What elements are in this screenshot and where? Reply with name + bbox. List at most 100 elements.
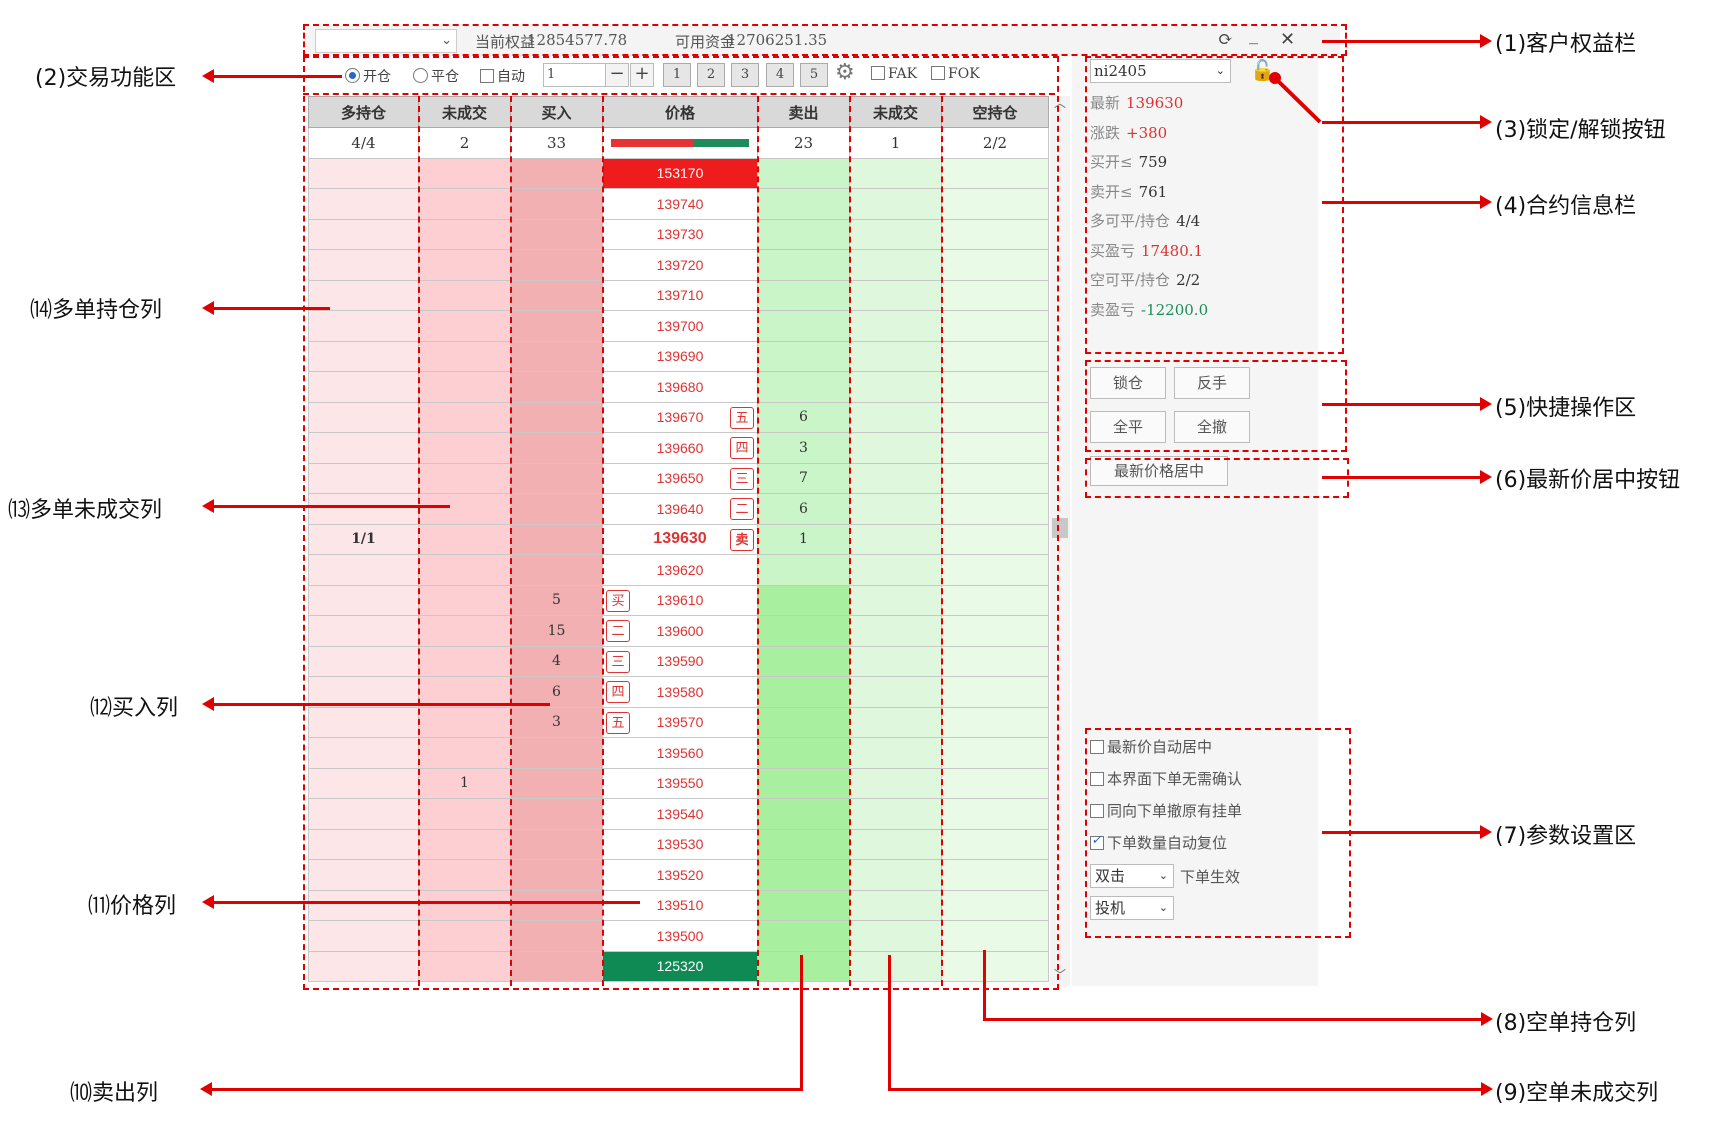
short-position-cell[interactable] xyxy=(941,432,1049,464)
long-position-cell[interactable] xyxy=(308,828,419,860)
short-pending-cell[interactable] xyxy=(849,706,942,738)
long-pending-cell[interactable] xyxy=(418,157,511,189)
buy-cell[interactable]: 3 xyxy=(510,706,603,738)
short-pending-cell[interactable] xyxy=(849,798,942,830)
long-pending-cell[interactable] xyxy=(418,401,511,433)
short-pending-cell[interactable] xyxy=(849,554,942,586)
long-pending-cell[interactable] xyxy=(418,889,511,921)
buy-cell[interactable] xyxy=(510,798,603,830)
sell-cell[interactable] xyxy=(757,218,850,250)
long-pending-cell[interactable] xyxy=(418,584,511,616)
quick-qty-2[interactable]: 2 xyxy=(697,63,725,87)
long-pending-cell[interactable] xyxy=(418,554,511,586)
long-position-cell[interactable] xyxy=(308,493,419,525)
order-type-select[interactable]: 投机⌄ xyxy=(1090,896,1174,920)
short-position-cell[interactable] xyxy=(941,737,1049,769)
account-combo[interactable]: ⌄ xyxy=(315,29,457,53)
sell-cell[interactable] xyxy=(757,157,850,189)
price-cell[interactable]: 153170 xyxy=(602,157,758,189)
long-pending-cell[interactable] xyxy=(418,523,511,555)
long-pending-cell[interactable] xyxy=(418,493,511,525)
scroll-up-icon[interactable]: ︿ xyxy=(1053,96,1066,110)
price-cell[interactable]: 139540 xyxy=(602,798,758,830)
short-pending-cell[interactable] xyxy=(849,645,942,677)
short-position-cell[interactable] xyxy=(941,340,1049,372)
sell-cell[interactable] xyxy=(757,584,850,616)
auto-checkbox[interactable]: 自动 xyxy=(480,66,525,86)
price-cell[interactable]: 139740 xyxy=(602,188,758,220)
quick-qty-5[interactable]: 5 xyxy=(800,63,828,87)
buy-cell[interactable] xyxy=(510,157,603,189)
long-position-cell[interactable] xyxy=(308,157,419,189)
long-position-cell[interactable] xyxy=(308,737,419,769)
header-short-position[interactable]: 空持仓 xyxy=(941,96,1049,128)
long-position-cell[interactable] xyxy=(308,859,419,891)
ladder-row[interactable]: 139530 xyxy=(308,828,1049,860)
ladder-row[interactable]: 139510 xyxy=(308,889,1049,921)
short-position-cell[interactable] xyxy=(941,462,1049,494)
ladder-scrollbar[interactable]: ︿ ﹀ xyxy=(1050,96,1070,986)
sell-cell[interactable] xyxy=(757,188,850,220)
long-position-cell[interactable] xyxy=(308,554,419,586)
close-icon[interactable]: ✕ xyxy=(1280,29,1296,50)
short-position-cell[interactable] xyxy=(941,859,1049,891)
short-pending-cell[interactable] xyxy=(849,950,942,982)
long-pending-cell[interactable] xyxy=(418,188,511,220)
short-position-cell[interactable] xyxy=(941,493,1049,525)
short-pending-cell[interactable] xyxy=(849,340,942,372)
buy-cell[interactable] xyxy=(510,432,603,464)
sell-cell[interactable] xyxy=(757,676,850,708)
short-position-cell[interactable] xyxy=(941,615,1049,647)
sell-cell[interactable]: 1 xyxy=(757,523,850,555)
short-pending-cell[interactable] xyxy=(849,828,942,860)
buy-cell[interactable] xyxy=(510,249,603,281)
sell-cell[interactable] xyxy=(757,249,850,281)
quick-qty-3[interactable]: 3 xyxy=(731,63,759,87)
short-pending-cell[interactable] xyxy=(849,157,942,189)
short-position-cell[interactable] xyxy=(941,828,1049,860)
short-position-cell[interactable] xyxy=(941,920,1049,952)
sell-cell[interactable] xyxy=(757,310,850,342)
refresh-icon[interactable]: ⟳ xyxy=(1218,29,1234,50)
long-pending-cell[interactable] xyxy=(418,828,511,860)
reverse-button[interactable]: 反手 xyxy=(1174,367,1250,399)
minimize-icon[interactable]: _ xyxy=(1249,24,1258,45)
short-position-cell[interactable] xyxy=(941,798,1049,830)
quick-qty-4[interactable]: 4 xyxy=(766,63,794,87)
long-pending-cell[interactable] xyxy=(418,950,511,982)
ladder-row[interactable]: 139690 xyxy=(308,340,1049,372)
short-pending-cell[interactable] xyxy=(849,218,942,250)
price-cell[interactable]: 139730 xyxy=(602,218,758,250)
click-mode-select[interactable]: 双击⌄ xyxy=(1090,864,1174,888)
short-position-cell[interactable] xyxy=(941,157,1049,189)
price-cell[interactable]: 139510 xyxy=(602,889,758,921)
sell-cell[interactable] xyxy=(757,798,850,830)
short-pending-cell[interactable] xyxy=(849,889,942,921)
scroll-down-icon[interactable]: ﹀ xyxy=(1053,968,1066,982)
short-pending-cell[interactable] xyxy=(849,615,942,647)
sell-cell[interactable] xyxy=(757,950,850,982)
long-pending-cell[interactable] xyxy=(418,920,511,952)
long-pending-cell[interactable]: 1 xyxy=(418,767,511,799)
price-cell[interactable]: 139500 xyxy=(602,920,758,952)
long-pending-cell[interactable] xyxy=(418,249,511,281)
short-pending-cell[interactable] xyxy=(849,310,942,342)
header-short-pending[interactable]: 未成交 xyxy=(849,96,942,128)
short-pending-cell[interactable] xyxy=(849,279,942,311)
long-pending-cell[interactable] xyxy=(418,706,511,738)
buy-cell[interactable] xyxy=(510,859,603,891)
long-position-cell[interactable] xyxy=(308,676,419,708)
price-cell[interactable]: 139700 xyxy=(602,310,758,342)
long-position-cell[interactable]: 1/1 xyxy=(308,523,419,555)
buy-cell[interactable] xyxy=(510,310,603,342)
short-position-cell[interactable] xyxy=(941,310,1049,342)
buy-cell[interactable] xyxy=(510,523,603,555)
sell-cell[interactable] xyxy=(757,737,850,769)
